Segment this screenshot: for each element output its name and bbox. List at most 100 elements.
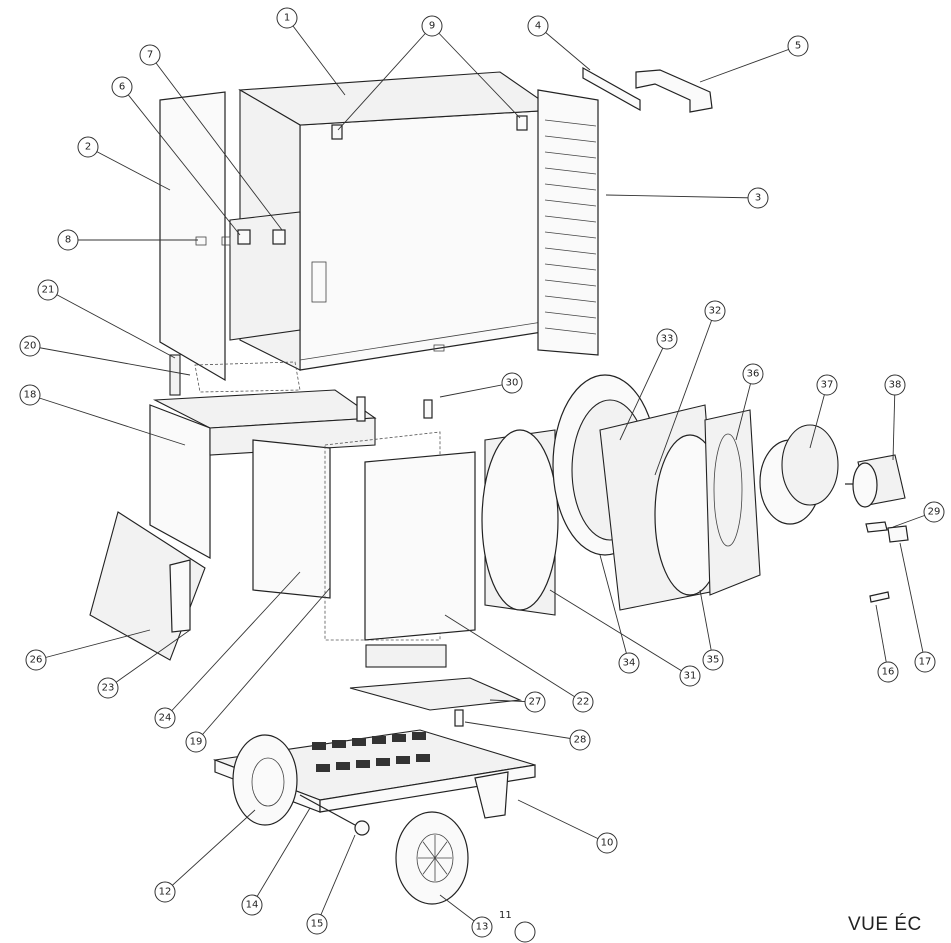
- leader-c3: [605, 194, 759, 199]
- callout-bubble: [139, 44, 161, 66]
- louver-slat: [544, 231, 597, 239]
- callout-c21: 21: [37, 279, 59, 301]
- vent-hole: [396, 756, 410, 764]
- callout-c16: 16: [877, 661, 899, 683]
- callout-bubble: [596, 832, 618, 854]
- callout-number: 19: [190, 737, 203, 748]
- top-latches-part-9: [331, 115, 528, 140]
- blower-wheel-part-37: [759, 424, 839, 525]
- bracket-part-23: [169, 559, 191, 633]
- callout-c26: 26: [25, 649, 47, 671]
- callout-number: 24: [159, 713, 172, 724]
- callout-bubble: [185, 731, 207, 753]
- callout-number: 21: [42, 285, 55, 296]
- vent-hole: [352, 738, 366, 746]
- callout-c23: 23: [97, 677, 119, 699]
- leader-c33: [619, 338, 668, 441]
- vent-hole: [376, 758, 390, 766]
- callout-bubble: [618, 652, 640, 674]
- callout-number: 23: [102, 683, 115, 694]
- callout-bubble: [57, 229, 79, 251]
- leader-c28: [464, 721, 581, 741]
- callout-number: 14: [246, 900, 259, 911]
- callout-number: 20: [24, 341, 37, 352]
- fan-ring-part-31: [481, 429, 559, 616]
- leader-c32: [654, 310, 716, 476]
- callout-bubble: [704, 300, 726, 322]
- callout-bubble: [37, 279, 59, 301]
- callout-c28: 28: [569, 729, 591, 751]
- vent-hole: [412, 732, 426, 740]
- vent-hole: [312, 742, 326, 750]
- callout-bubble: [656, 328, 678, 350]
- louver-slat: [544, 151, 597, 159]
- plate-part-36: [704, 409, 761, 596]
- callout-c31: 31: [679, 665, 701, 687]
- leader-lines: [29, 17, 935, 928]
- motor-part-38: [845, 454, 906, 508]
- wheel-spoke: [434, 857, 448, 875]
- cap-part-15: [354, 820, 370, 836]
- callout-c13: 13: [471, 916, 493, 938]
- callout-number: 35: [707, 655, 720, 666]
- leader-c9: [337, 25, 433, 131]
- callout-bubble: [19, 335, 41, 357]
- callout-number: 6: [119, 82, 125, 93]
- leader-c31: [549, 589, 691, 677]
- vent-hole: [356, 760, 370, 768]
- callout-bubble: [25, 649, 47, 671]
- leader-c14: [251, 807, 311, 906]
- louvered-grille-part-3: [537, 89, 599, 356]
- callout-bubbles: 1234567891012131415161718192021222324262…: [19, 7, 945, 938]
- callout-number: 2: [85, 142, 91, 153]
- leader-c35: [699, 589, 714, 661]
- panel-part-24: [252, 439, 331, 599]
- louver-slat: [544, 311, 597, 319]
- leader-c24: [164, 571, 301, 719]
- vent-hole: [332, 740, 346, 748]
- wheel-part-13: [395, 811, 469, 905]
- louver-slat: [544, 327, 597, 335]
- leader-c4: [537, 25, 591, 71]
- strip-part-20: [194, 361, 301, 393]
- callout-number: 3: [755, 193, 761, 204]
- callout-c38: 38: [884, 374, 906, 396]
- clip-part-17: [887, 525, 909, 543]
- vent-hole: [416, 754, 430, 762]
- leader-c34: [599, 554, 630, 664]
- callout-number: 30: [506, 378, 519, 389]
- vent-hole: [372, 736, 386, 744]
- callout-bubble: [154, 881, 176, 903]
- callout-c10: 10: [596, 832, 618, 854]
- callout-bubble: [97, 677, 119, 699]
- callout-c4: 4: [527, 15, 549, 37]
- callout-c37: 37: [816, 374, 838, 396]
- callout-bubble: [501, 372, 523, 394]
- callout-number: 12: [159, 887, 172, 898]
- callout-c35: 35: [702, 649, 724, 671]
- leader-c38: [892, 384, 896, 461]
- louver-slat: [544, 183, 597, 191]
- leader-c7: [149, 54, 283, 231]
- callout-c15: 15: [306, 913, 328, 935]
- callout-bubble: [241, 894, 263, 916]
- leader-c12: [164, 809, 256, 893]
- louver-slat: [544, 167, 597, 175]
- leader-c37: [809, 384, 828, 449]
- view-caption: VUE ÉC: [848, 914, 922, 935]
- callout-c22: 22: [572, 691, 594, 713]
- callout-c36: 36: [742, 363, 764, 385]
- callout-number: 36: [747, 369, 760, 380]
- callout-bubble: [471, 916, 493, 938]
- louver-slat: [544, 247, 597, 255]
- callout-number: 22: [577, 697, 590, 708]
- callout-c17: 17: [914, 651, 936, 673]
- callout-c18: 18: [19, 384, 41, 406]
- louver-slat: [544, 119, 597, 127]
- callout-number: 37: [821, 380, 834, 391]
- louver-slat: [544, 135, 597, 143]
- callout-bubble: [306, 913, 328, 935]
- vent-hole: [392, 734, 406, 742]
- callout-c29: 29: [923, 501, 945, 523]
- vent-hole: [336, 762, 350, 770]
